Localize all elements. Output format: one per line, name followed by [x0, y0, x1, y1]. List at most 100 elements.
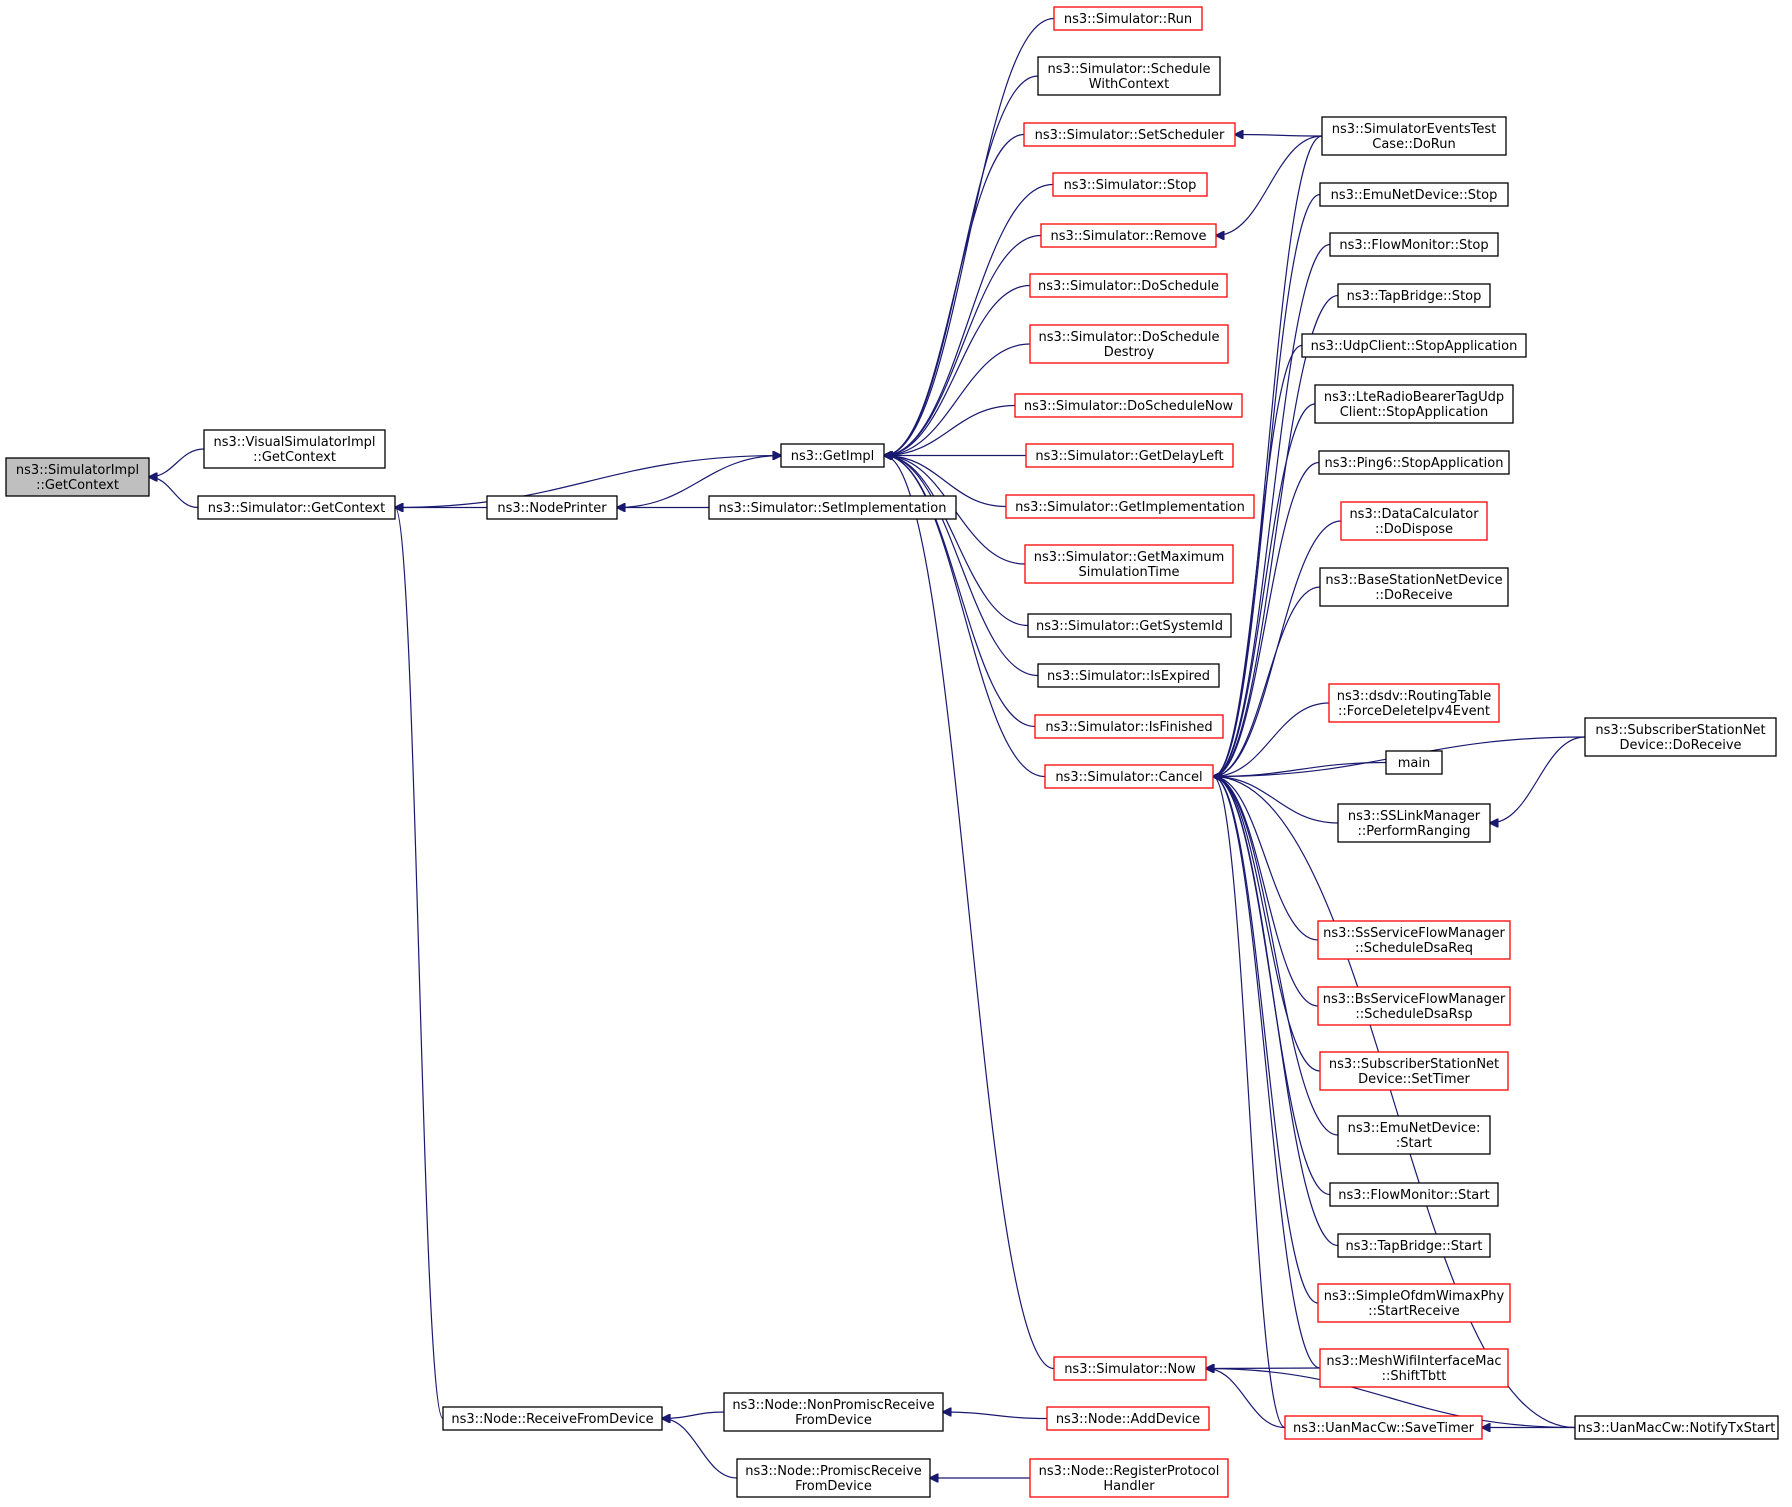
node-ns3-simulator-doschedulenow[interactable]: ns3::Simulator::DoScheduleNow — [1014, 393, 1243, 418]
node-label: ns3::SSLinkManager — [1348, 809, 1481, 824]
node-ns3-emunetdevice-start[interactable]: ns3::EmuNetDevice::Start — [1337, 1115, 1491, 1155]
node-label: Client::StopApplication — [1340, 405, 1489, 420]
node-ns3-node-adddevice[interactable]: ns3::Node::AddDevice — [1046, 1406, 1210, 1431]
node-box — [1574, 1415, 1779, 1440]
node-box — [197, 495, 396, 520]
node-ns3-simulator-cancel[interactable]: ns3::Simulator::Cancel — [1044, 764, 1214, 789]
node-ns3-simulator-getimplementation[interactable]: ns3::Simulator::GetImplementation — [1005, 494, 1255, 519]
edge-nodeprinter-to-getimpl — [616, 456, 781, 509]
node-box — [1319, 567, 1509, 607]
node-box — [708, 495, 957, 520]
node-box — [1046, 1406, 1210, 1431]
node-ns3-basestationnetdevice-doreceive[interactable]: ns3::BaseStationNetDevice::DoReceive — [1319, 567, 1509, 607]
node-label: ns3::SubscriberStationNet — [1329, 1057, 1499, 1072]
node-label: ns3::Simulator::IsFinished — [1045, 720, 1212, 735]
node-label: ::StartReceive — [1368, 1304, 1459, 1319]
node-ns3-tapbridge-stop[interactable]: ns3::TapBridge::Stop — [1337, 283, 1491, 308]
node-ns3-meshwifiinterfacemac-shifttbtt[interactable]: ns3::MeshWifiInterfaceMac::ShiftTbtt — [1319, 1348, 1509, 1388]
node-box — [1037, 56, 1221, 96]
node-ns3-simulator-run[interactable]: ns3::Simulator::Run — [1053, 6, 1203, 31]
edge-uansave-to-cancel — [1213, 777, 1286, 1429]
node-ns3-dsdv-routingtable-forcedeleteipv4event[interactable]: ns3::dsdv::RoutingTable::ForceDeleteIpv4… — [1328, 683, 1500, 723]
node-ns3-simulator-now[interactable]: ns3::Simulator::Now — [1053, 1356, 1207, 1381]
node-ns3-subscriberstationnet-device-doreceive[interactable]: ns3::SubscriberStationNetDevice::DoRecei… — [1584, 717, 1777, 757]
node-ns3-flowmonitor-stop[interactable]: ns3::FlowMonitor::Stop — [1329, 232, 1499, 257]
node-ns3-tapbridge-start[interactable]: ns3::TapBridge::Start — [1337, 1233, 1491, 1258]
node-ns3-visualsimulatorimpl-getcontext[interactable]: ns3::VisualSimulatorImpl::GetContext — [203, 429, 386, 469]
node-ns3-flowmonitor-start[interactable]: ns3::FlowMonitor::Start — [1329, 1182, 1499, 1207]
node-ns3-ssserviceflowmanager-scheduledsareq[interactable]: ns3::SsServiceFlowManager::ScheduleDsaRe… — [1317, 920, 1511, 960]
node-ns3-simulator-doschedule[interactable]: ns3::Simulator::DoSchedule — [1029, 273, 1228, 298]
node-label: ns3::TapBridge::Stop — [1347, 289, 1482, 304]
node-box — [1029, 273, 1228, 298]
node-ns3-uanmaccw-notifytxstart[interactable]: ns3::UanMacCw::NotifyTxStart — [1574, 1415, 1779, 1440]
node-label: FromDevice — [795, 1413, 872, 1428]
node-box — [1318, 450, 1510, 475]
node-ns3-simulator-getsystemid[interactable]: ns3::Simulator::GetSystemId — [1027, 613, 1232, 638]
node-label: ns3::TapBridge::Start — [1346, 1239, 1483, 1254]
node-ns3-ping6-stopapplication[interactable]: ns3::Ping6::StopApplication — [1318, 450, 1510, 475]
edge-setsched-to-getimpl — [884, 133, 1025, 456]
node-ns3-emunetdevice-stop[interactable]: ns3::EmuNetDevice::Stop — [1319, 182, 1509, 207]
node-box — [1329, 1182, 1499, 1207]
node-ns3-simulator-stop[interactable]: ns3::Simulator::Stop — [1052, 172, 1208, 197]
node-ns3-simulator-isexpired[interactable]: ns3::Simulator::IsExpired — [1037, 663, 1220, 688]
node-box — [5, 457, 150, 497]
node-ns3-uanmaccw-savetimer[interactable]: ns3::UanMacCw::SaveTimer — [1284, 1415, 1483, 1440]
node-ns3-udpclient-stopapplication[interactable]: ns3::UdpClient::StopApplication — [1301, 333, 1527, 358]
node-label: ns3::Simulator::Cancel — [1055, 770, 1202, 785]
edge-prom-to-recv — [662, 1419, 738, 1479]
node-ns3-simulator-setimplementation[interactable]: ns3::Simulator::SetImplementation — [708, 495, 957, 520]
node-box — [1044, 764, 1214, 789]
node-label: ns3::VisualSimulatorImpl — [214, 435, 376, 450]
node-ns3-simulator-remove[interactable]: ns3::Simulator::Remove — [1040, 223, 1217, 248]
node-box — [1337, 1115, 1491, 1155]
node-box — [1328, 683, 1500, 723]
node-box — [203, 429, 386, 469]
node-ns3-simulator-setscheduler[interactable]: ns3::Simulator::SetScheduler — [1023, 122, 1236, 147]
node-label: ns3::Ping6::StopApplication — [1325, 456, 1504, 471]
node-label: ns3::FlowMonitor::Start — [1338, 1188, 1489, 1203]
node-ns3-datacalculator-dodispose[interactable]: ns3::DataCalculator::DoDispose — [1340, 501, 1488, 541]
node-ns3-subscriberstationnet-device-settimer[interactable]: ns3::SubscriberStationNetDevice::SetTime… — [1319, 1051, 1509, 1091]
node-ns3-bsserviceflowmanager-scheduledsarsp[interactable]: ns3::BsServiceFlowManager::ScheduleDsaRs… — [1317, 986, 1511, 1026]
edge-flowstop-to-cancel — [1213, 243, 1331, 777]
node-label: ns3::LteRadioBearerTagUdp — [1324, 390, 1504, 405]
node-box — [1319, 1348, 1509, 1388]
node-box — [1319, 1051, 1509, 1091]
node-box — [1329, 232, 1499, 257]
node-label: ::DoDispose — [1375, 522, 1453, 537]
node-ns3-sslinkmanager-performranging[interactable]: ns3::SSLinkManager::PerformRanging — [1337, 803, 1491, 843]
node-ns3-getimpl[interactable]: ns3::GetImpl — [780, 443, 885, 468]
node-ns3-lteradiobearertagudp-client-stopapplication[interactable]: ns3::LteRadioBearerTagUdpClient::StopApp… — [1314, 384, 1514, 424]
node-ns3-nodeprinter[interactable]: ns3::NodePrinter — [486, 495, 618, 520]
node-box — [1037, 663, 1220, 688]
edge-ltestop-to-cancel — [1213, 403, 1316, 777]
node-ns3-simulator-isfinished[interactable]: ns3::Simulator::IsFinished — [1034, 714, 1224, 739]
edge-mesh-to-cancel — [1213, 777, 1321, 1369]
node-label: ns3::Node::NonPromiscReceive — [732, 1398, 934, 1413]
node-ns3-simulatorimpl-getcontext[interactable]: ns3::SimulatorImpl::GetContext — [5, 457, 150, 497]
node-label: ns3::Simulator::GetMaximum — [1034, 550, 1225, 565]
node-box — [1317, 920, 1511, 960]
node-label: ::GetContext — [36, 478, 119, 493]
node-label: ns3::Simulator::GetImplementation — [1015, 500, 1245, 515]
node-ns3-simulator-getdelayleft[interactable]: ns3::Simulator::GetDelayLeft — [1025, 443, 1234, 468]
node-box — [1317, 986, 1511, 1026]
node-main[interactable]: main — [1385, 750, 1443, 775]
node-ns3-simulator-getcontext[interactable]: ns3::Simulator::GetContext — [197, 495, 396, 520]
nodes: ns3::SimulatorImpl::GetContext ns3::Visua… — [5, 6, 1779, 1498]
node-label: SimulationTime — [1078, 565, 1179, 580]
node-box — [1029, 1458, 1229, 1498]
edge-simctx-to-root — [149, 477, 199, 509]
node-ns3-node-receivefromdevice[interactable]: ns3::Node::ReceiveFromDevice — [442, 1406, 663, 1431]
node-ns3-simpleofdmwimaxphy-startreceive[interactable]: ns3::SimpleOfdmWimaxPhy::StartReceive — [1317, 1283, 1511, 1323]
edge-sysid-to-getimpl — [884, 456, 1029, 627]
